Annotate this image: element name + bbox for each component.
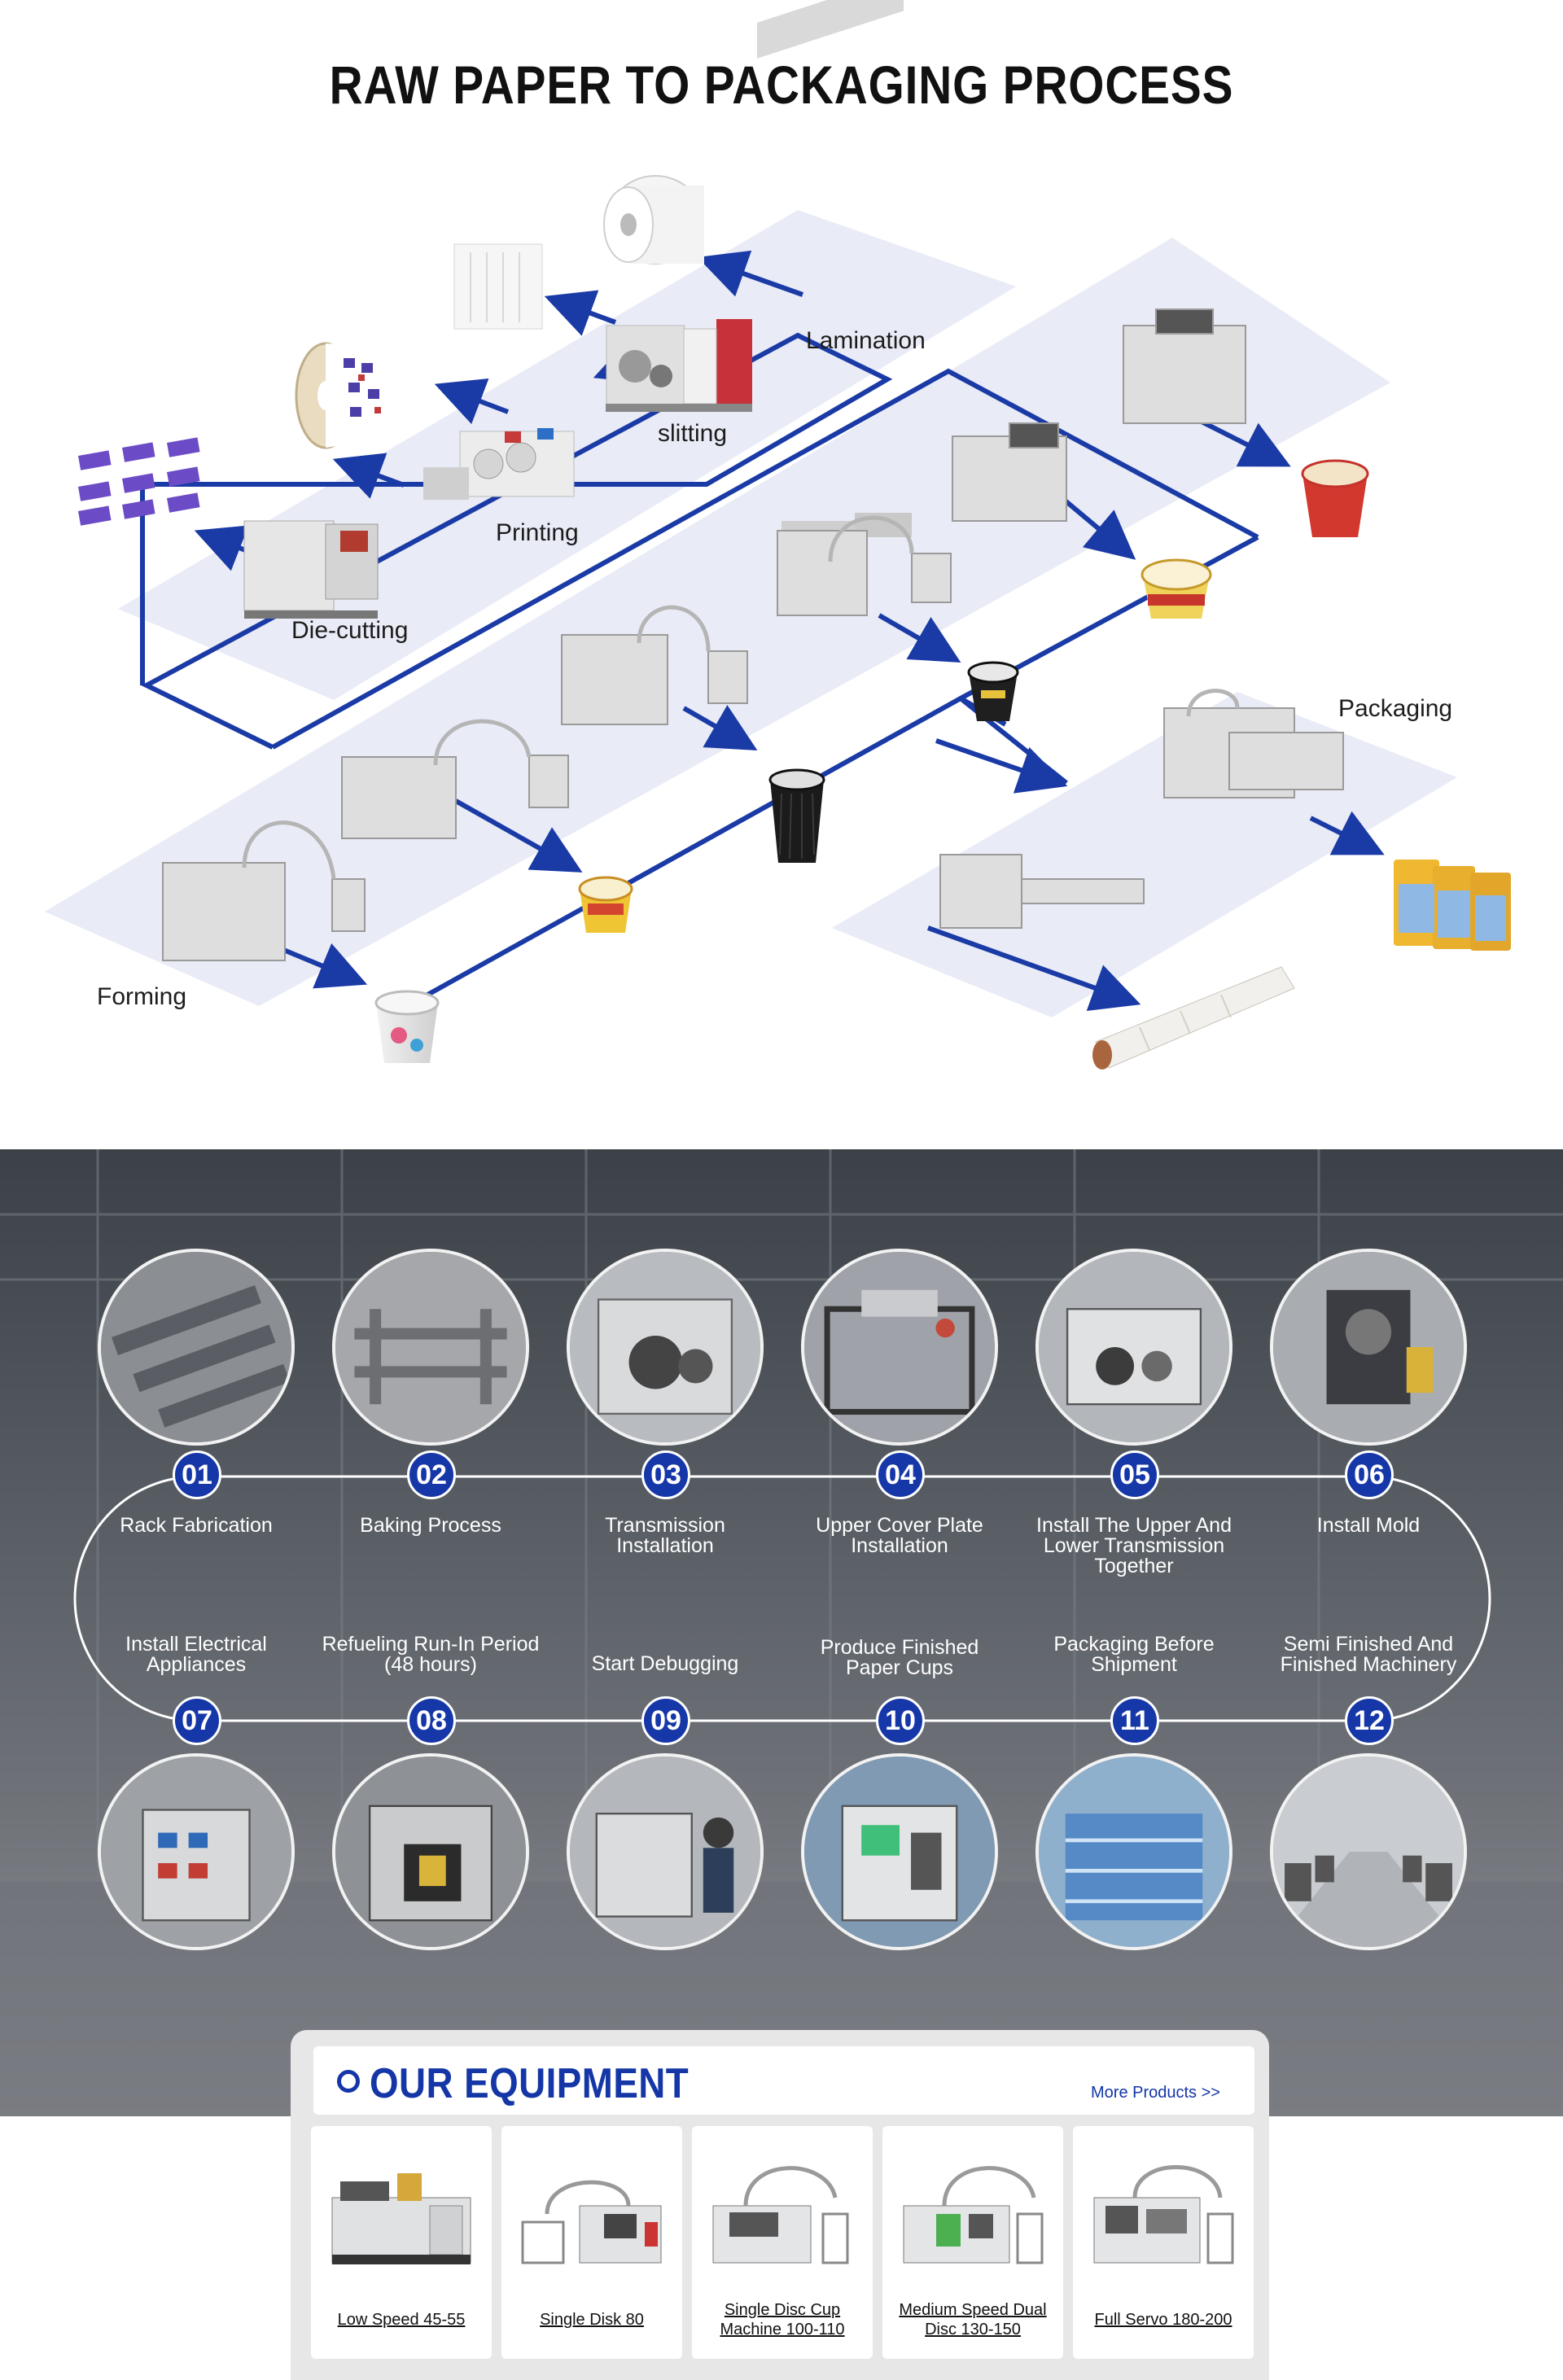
stage-label-slitting: slitting bbox=[658, 420, 728, 447]
step-11-label: Packaging Before Shipment bbox=[1053, 1633, 1215, 1676]
step-03-badge: 03 bbox=[641, 1450, 690, 1499]
band-lower bbox=[832, 692, 1457, 1017]
machine-image bbox=[1093, 2165, 1234, 2264]
step-10-label: Produce Finished Paper Cups bbox=[820, 1636, 979, 1679]
step-05-photo bbox=[1035, 1249, 1232, 1446]
equipment-header bbox=[313, 2046, 1254, 2115]
stage-label-die-cutting: Die-cutting bbox=[291, 617, 409, 644]
step-09-label: Start Debugging bbox=[591, 1652, 739, 1675]
step-05-badge: 05 bbox=[1110, 1450, 1159, 1499]
machine-image bbox=[331, 2173, 471, 2264]
step-05-label: Install The Upper And Lower Transmission… bbox=[1036, 1514, 1232, 1577]
die-cutting-machine-graphic bbox=[243, 520, 379, 619]
step-01-photo bbox=[98, 1249, 295, 1446]
production-flow-section: 01 02 03 04 05 06 Rack Fabrication Bakin… bbox=[0, 1149, 1563, 2116]
forming-machines-graphic bbox=[162, 308, 1344, 961]
product-card-medium-speed[interactable]: Medium Speed Dual Disc 130-150 bbox=[882, 2126, 1063, 2359]
packaged-bags-graphic bbox=[1394, 860, 1511, 951]
product-name[interactable]: Single Disk 80 bbox=[540, 2311, 644, 2329]
printing-machine-graphic bbox=[423, 428, 575, 500]
step-01-badge: 01 bbox=[173, 1450, 221, 1499]
product-card-low-speed[interactable]: Low Speed 45-55 bbox=[311, 2126, 492, 2359]
step-06-photo bbox=[1270, 1249, 1467, 1446]
step-08-label: Refueling Run-In Period (48 hours) bbox=[322, 1633, 540, 1676]
printed-roll-graphic bbox=[295, 342, 399, 449]
flow-arrows bbox=[194, 250, 1385, 1011]
step-08-photo bbox=[332, 1753, 529, 1950]
machine-image bbox=[521, 2180, 662, 2264]
step-01-label: Rack Fabrication bbox=[120, 1514, 273, 1537]
more-products-link[interactable]: More Products >> bbox=[1091, 2084, 1220, 2102]
noodle-bowl-graphic bbox=[578, 876, 633, 933]
step-12-badge: 12 bbox=[1345, 1696, 1394, 1745]
stage-label-packaging: Packaging bbox=[1338, 695, 1453, 722]
step-03-label: Transmission Installation bbox=[605, 1514, 725, 1557]
die-cut-blanks-graphic bbox=[78, 437, 200, 526]
step-12-label: Semi Finished And Finished Machinery bbox=[1280, 1633, 1457, 1676]
step-08-badge: 08 bbox=[407, 1696, 456, 1745]
step-04-label: Upper Cover Plate Installation bbox=[816, 1514, 983, 1557]
white-cup-graphic bbox=[374, 990, 440, 1063]
machine-image bbox=[903, 2166, 1044, 2264]
step-07-photo bbox=[98, 1753, 295, 1950]
step-03-photo bbox=[567, 1249, 764, 1446]
machine-image bbox=[712, 2166, 849, 2264]
step-06-label: Install Mold bbox=[1316, 1514, 1421, 1537]
step-12-photo bbox=[1270, 1753, 1467, 1950]
step-10-badge: 10 bbox=[876, 1696, 925, 1745]
paper-roll-graphic bbox=[603, 175, 704, 265]
ripple-cup-graphic bbox=[768, 768, 825, 863]
page-title: RAW PAPER TO PACKAGING PROCESS bbox=[329, 55, 1234, 115]
stage-label-forming: Forming bbox=[97, 983, 187, 1010]
step-02-photo bbox=[332, 1249, 529, 1446]
product-name[interactable]: Medium Speed Dual Disc 130-150 bbox=[899, 2301, 1047, 2338]
process-flow-graphic bbox=[45, 0, 1511, 1070]
process-diagram: RAW PAPER TO PACKAGING PROCESS bbox=[0, 0, 1563, 1149]
stage-label-printing: Printing bbox=[496, 519, 579, 546]
product-name[interactable]: Single Disc Cup Machine 100-110 bbox=[720, 2301, 845, 2338]
laminated-sheet-graphic bbox=[453, 243, 543, 330]
slitting-machine-graphic bbox=[606, 319, 752, 412]
stage-label-lamination: Lamination bbox=[806, 327, 926, 354]
product-name[interactable]: Low Speed 45-55 bbox=[337, 2311, 466, 2329]
flow-track bbox=[73, 1475, 1491, 1722]
feed-pipes bbox=[242, 515, 1240, 880]
step-09-photo bbox=[567, 1753, 764, 1950]
title-circle-icon bbox=[337, 2070, 360, 2093]
black-cup-graphic bbox=[967, 661, 1019, 721]
step-02-label: Baking Process bbox=[360, 1514, 501, 1537]
yellow-bowl-graphic bbox=[1141, 558, 1212, 619]
step-07-label: Install Electrical Appliances bbox=[125, 1633, 267, 1676]
product-card-single-disk[interactable]: Single Disk 80 bbox=[501, 2126, 682, 2359]
step-07-badge: 07 bbox=[173, 1696, 221, 1745]
equipment-title: OUR EQUIPMENT bbox=[370, 2060, 690, 2107]
red-cup-graphic bbox=[1301, 459, 1369, 537]
step-10-photo bbox=[801, 1753, 998, 1950]
stacked-cups-graphic bbox=[1092, 966, 1295, 1070]
product-card-full-servo[interactable]: Full Servo 180-200 bbox=[1073, 2126, 1254, 2359]
product-card-single-disc-cup[interactable]: Single Disc Cup Machine 100-110 bbox=[692, 2126, 873, 2359]
step-02-badge: 02 bbox=[407, 1450, 456, 1499]
step-09-badge: 09 bbox=[641, 1696, 690, 1745]
step-04-badge: 04 bbox=[876, 1450, 925, 1499]
product-name[interactable]: Full Servo 180-200 bbox=[1094, 2311, 1232, 2329]
step-06-badge: 06 bbox=[1345, 1450, 1394, 1499]
step-11-photo bbox=[1035, 1753, 1232, 1950]
step-11-badge: 11 bbox=[1110, 1696, 1159, 1745]
step-04-photo bbox=[801, 1249, 998, 1446]
